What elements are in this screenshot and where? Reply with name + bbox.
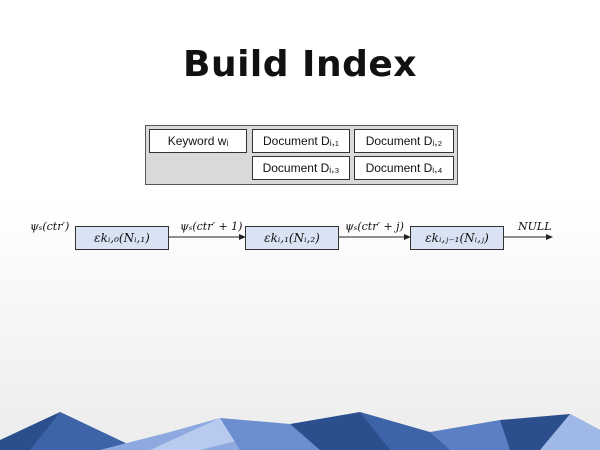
chain-node-3: εkᵢ,ⱼ₋₁(Nᵢ,ⱼ) (410, 226, 504, 250)
mountain-shape (540, 414, 600, 450)
mountain-shape (290, 412, 400, 450)
document-cell-4: Document Dᵢ,₄ (354, 156, 454, 180)
mountain-shape (150, 418, 240, 450)
chain-node-1: εkᵢ,₀(Nᵢ,₁) (75, 226, 169, 250)
arrow-head-1 (239, 234, 246, 240)
arrow-head-3 (546, 234, 553, 240)
mountain-shape (30, 412, 140, 450)
slide-title: Build Index (183, 44, 417, 85)
chain-label-1: ψₛ(ctr′) (30, 220, 70, 233)
mountain-shape (220, 418, 330, 450)
chain-label-null: NULL (518, 220, 552, 233)
chain-node-2: εkᵢ,₁(Nᵢ,₂) (245, 226, 339, 250)
chain-label-3: ψₛ(ctr′ + j) (345, 220, 404, 233)
index-table: Keyword wᵢ Document Dᵢ,₁ Document Dᵢ,₂ D… (145, 125, 458, 185)
document-cell-1: Document Dᵢ,₁ (252, 129, 350, 153)
arrow-head-2 (404, 234, 411, 240)
keyword-cell: Keyword wᵢ (149, 129, 247, 153)
mountain-shape (430, 420, 520, 450)
chain-label-2: ψₛ(ctr′ + 1) (180, 220, 243, 233)
document-cell-3: Document Dᵢ,₃ (252, 156, 350, 180)
mountain-shape (360, 412, 460, 450)
document-cell-2: Document Dᵢ,₂ (354, 129, 454, 153)
